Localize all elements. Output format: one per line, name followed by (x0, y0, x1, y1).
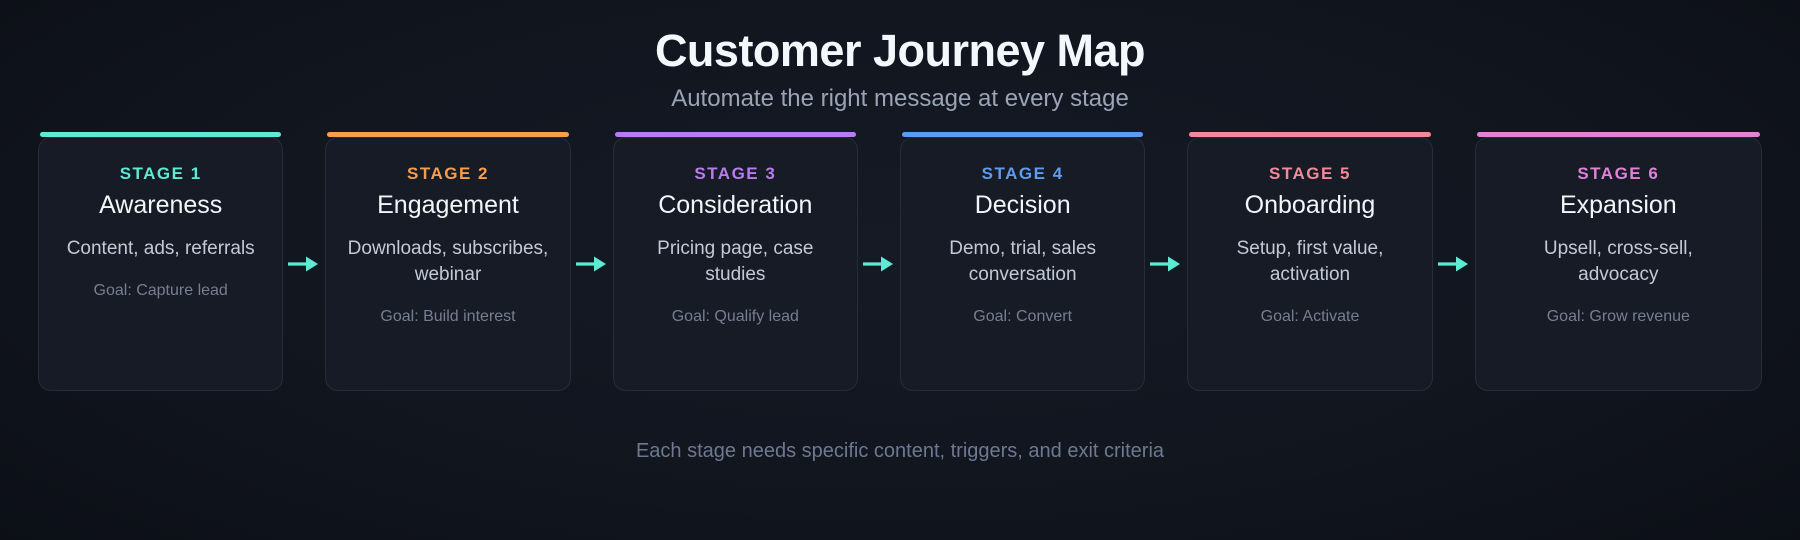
stage-description: Pricing page, case studies (657, 237, 814, 286)
stage-label: STAGE 5 (1269, 164, 1351, 184)
stage-description: Demo, trial, sales conversation (949, 237, 1097, 286)
stage-goal: Goal: Build interest (380, 308, 516, 326)
stage-name: Expansion (1559, 190, 1677, 219)
stage-label: STAGE 6 (1577, 164, 1660, 184)
page-subtitle: Automate the right message at every stag… (671, 85, 1129, 113)
stage-description: Setup, first value, activation (1236, 237, 1384, 286)
stage-label: STAGE 4 (981, 164, 1064, 184)
stage-description: Upsell, cross-sell, advocacy (1543, 237, 1693, 286)
stage-description: Downloads, subscribes, webinar (347, 237, 549, 286)
stage-accent-bar (1189, 132, 1431, 138)
arrow-right-icon (1145, 137, 1187, 391)
stage-label: STAGE 1 (119, 164, 202, 184)
stage-goal: Goal: Activate (1260, 308, 1360, 326)
arrow-right-icon (858, 137, 900, 391)
stage-name: Engagement (377, 190, 519, 219)
page-header: Customer Journey Map Automate the right … (0, 25, 1800, 114)
stage-label: STAGE 2 (407, 164, 489, 184)
arrow-right-icon (283, 137, 325, 391)
stage-description: Content, ads, referrals (66, 237, 255, 259)
stage-goal: Goal: Qualify lead (671, 308, 799, 326)
page-title: Customer Journey Map (654, 25, 1146, 76)
arrow-right-icon (1433, 137, 1475, 391)
stage-goal: Goal: Grow revenue (1546, 308, 1690, 326)
stage-name: Awareness (99, 190, 223, 219)
stage-accent-bar (614, 132, 856, 138)
stage-accent-bar (902, 132, 1144, 138)
stage-name: Consideration (658, 190, 813, 219)
stage-name: Decision (974, 190, 1071, 219)
stage-label: STAGE 3 (694, 164, 777, 184)
stage-accent-bar (327, 132, 569, 138)
stage-accent-bar (40, 132, 282, 138)
stage-accent-bar (1476, 132, 1760, 138)
footer-note: Each stage needs specific content, trigg… (635, 440, 1165, 462)
stage-goal: Goal: Convert (973, 308, 1073, 326)
stage-name: Onboarding (1244, 190, 1376, 219)
arrow-right-icon (571, 137, 613, 391)
stage-goal: Goal: Capture lead (93, 282, 228, 300)
